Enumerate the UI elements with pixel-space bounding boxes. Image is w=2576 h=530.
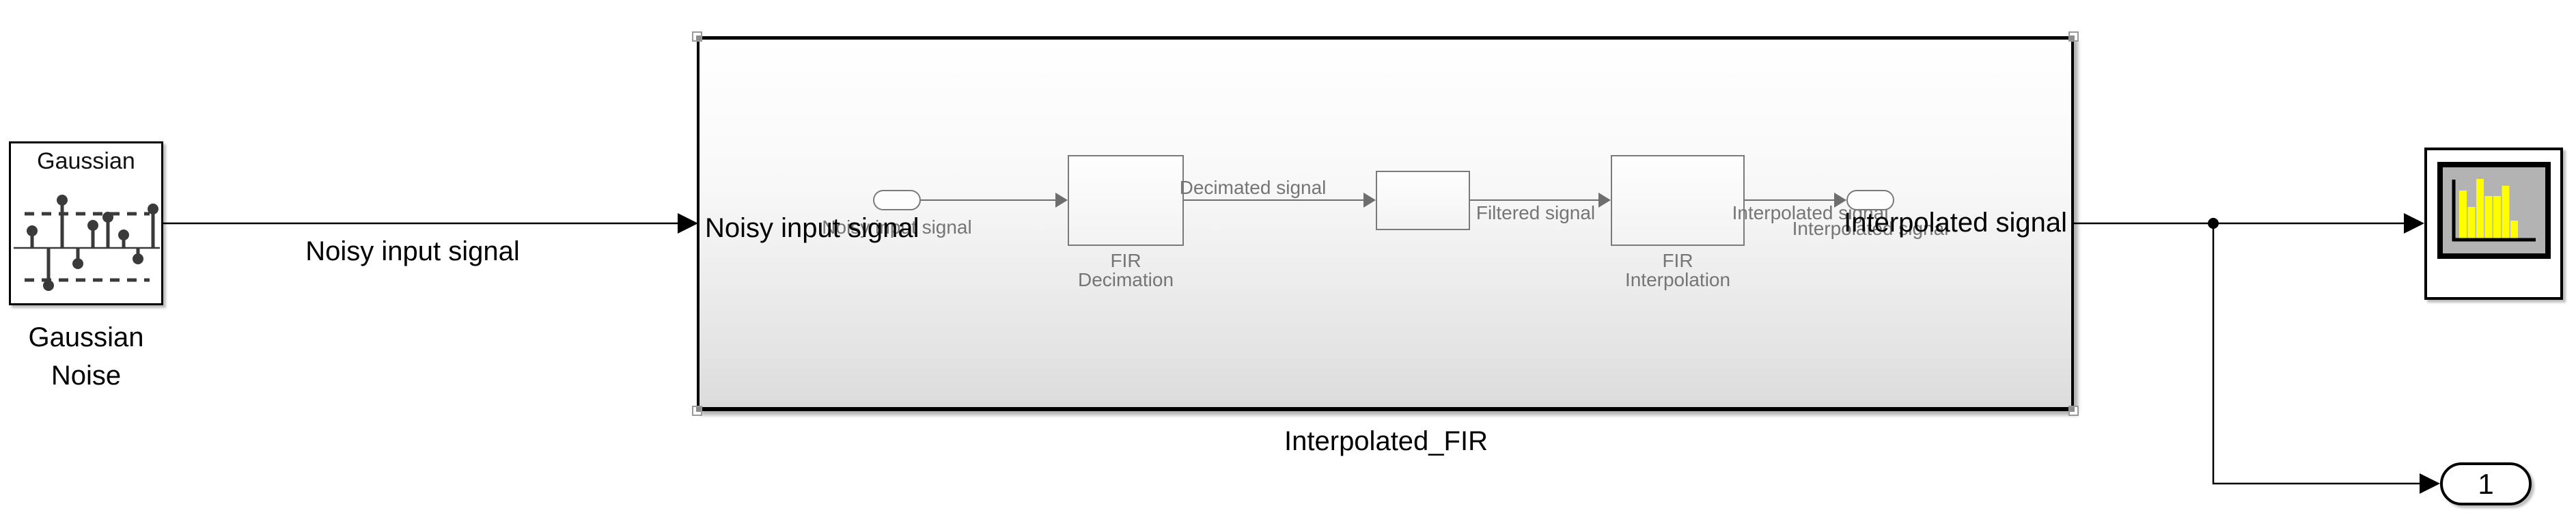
preview-wire-interpolated-signal (1745, 193, 1846, 208)
arrowhead-into-scope (2404, 213, 2424, 234)
preview-fir-interpolation-name-line2: Interpolation (1624, 269, 1731, 290)
wire-noisy-input-signal[interactable] (163, 213, 698, 234)
histogram-icon (2452, 179, 2536, 242)
preview-wire-decimated-signal (1184, 193, 1376, 208)
subsystem-block-name[interactable]: Interpolated_FIR (1284, 426, 1488, 456)
selection-handle-inner (696, 36, 701, 40)
wire-branch-to-outport[interactable] (2212, 223, 2440, 494)
preview-fir-decimation-block (1068, 155, 1184, 246)
gaussian-icon-title: Gaussian (37, 148, 135, 174)
gaussian-noise-block[interactable]: Gaussian (9, 141, 163, 305)
preview-label-decimated-signal: Decimated signal (1179, 177, 1327, 198)
outport-block-1[interactable]: 1 (2440, 462, 2532, 505)
arrowhead-into-outport (2420, 473, 2440, 494)
subsystem-outport-label: Interpolated signal (1844, 208, 2067, 238)
preview-outport-oval (1846, 190, 1894, 210)
preview-fir-interpolation-name-line1: FIR (1662, 250, 1693, 271)
preview-inport-name: Noisy input signal (822, 217, 972, 238)
outport-number: 1 (2478, 467, 2494, 500)
selection-handle-inner (2070, 407, 2075, 412)
preview-wire-filtered-signal (1470, 193, 1611, 208)
preview-fir-decimation-name-line1: FIR (1110, 250, 1141, 271)
selection-handle-inner (696, 407, 701, 412)
arrowhead-into-subsystem (678, 213, 698, 234)
preview-label-filtered-signal: Filtered signal (1476, 202, 1596, 223)
selection-handle-inner (2070, 36, 2075, 40)
preview-filter-block (1376, 171, 1470, 230)
preview-wire-inport-to-decimation (921, 193, 1068, 208)
selection-handle-bottom-right[interactable] (2068, 406, 2079, 416)
subsystem-inport-label: Noisy input signal (705, 213, 919, 243)
signal-label-noisy-input[interactable]: Noisy input signal (305, 236, 520, 266)
gaussian-stem-plot-icon (14, 195, 160, 291)
selection-handle-bottom-left[interactable] (692, 406, 702, 416)
selection-handle-top-left[interactable] (692, 31, 702, 42)
spectrum-scope-block[interactable] (2424, 148, 2563, 300)
preview-inport-oval (873, 190, 921, 210)
gaussian-noise-block-name[interactable]: Gaussian Noise (28, 322, 144, 391)
scope-display-frame (2437, 162, 2551, 259)
wire-interpolated-signal-to-scope[interactable] (2074, 213, 2424, 234)
preview-fir-decimation-name-line2: Decimation (1077, 269, 1174, 290)
preview-outport-name: Interpolated signal (1792, 218, 1949, 239)
selection-handle-top-right[interactable] (2068, 31, 2079, 42)
preview-fir-interpolation-block (1611, 155, 1745, 246)
